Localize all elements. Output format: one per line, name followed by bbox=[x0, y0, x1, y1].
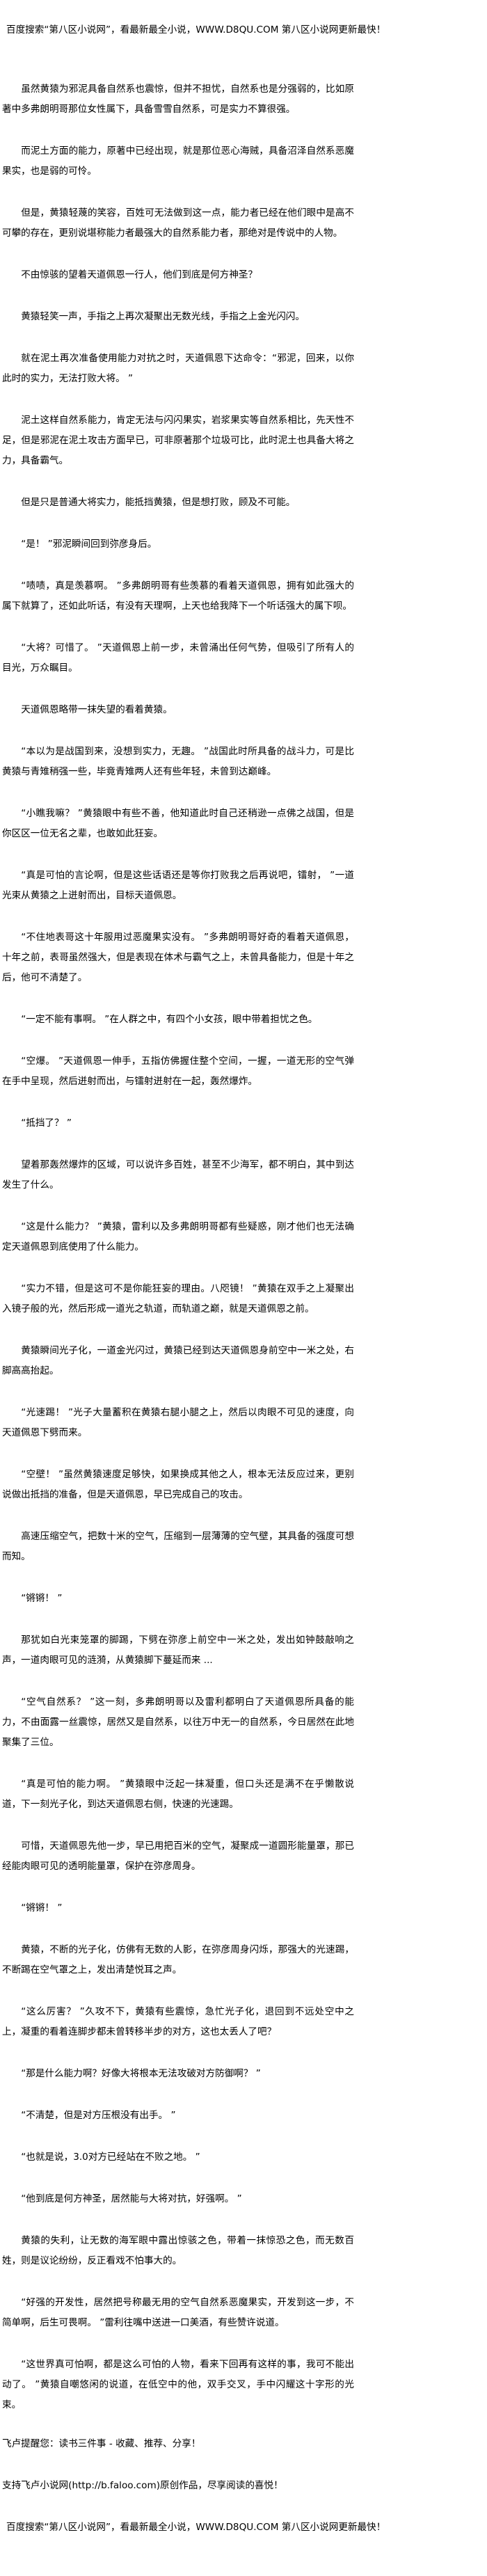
paragraph: “真是可怕的言论啊，但是这些话语还是等你打败我之后再说吧，镭射， ”一道光束从黄… bbox=[2, 870, 354, 901]
paragraph: 高速压缩空气，把数十米的空气，压缩到一层薄薄的空气壁，其具备的强度可想而知。 bbox=[2, 1531, 354, 1562]
paragraph: 泥土这样自然系能力，肯定无法与闪闪果实，岩浆果实等自然系相比，先天性不足，但是邪… bbox=[2, 415, 354, 466]
paragraph: “本以为是战国到来，没想到实力，无趣。 ”战国此时所具备的战斗力，可是比黄猿与青… bbox=[2, 746, 354, 777]
paragraph: 但是只是普通大将实力，能抵挡黄猿，但是想打败，顾及不可能。 bbox=[21, 497, 296, 508]
paragraph: “一定不能有事啊。 ”在人群之中，有四个小女孩，眼中带着担忧之色。 bbox=[21, 1014, 318, 1025]
paragraph: “好强的开发性，居然把号称最无用的空气自然系恶魔果实，开发到这一步，不简单啊，后… bbox=[2, 2297, 354, 2328]
paragraph: “小瞧我嘛？ ”黄猿眼中有些不善，他知道此时自己还稍逊一点佛之战国，但是你区区一… bbox=[2, 808, 354, 839]
paragraph: “那是什么能力啊？好像大将根本无法攻破对方防御啊？ ” bbox=[21, 2068, 261, 2079]
chapter-footer: 飞卢提醒您：读书三件事 - 收藏、推荐、分享！ 支持飞卢小说网(http://b… bbox=[2, 2437, 475, 2576]
paragraph: “光速踢！ ”光子大量蓄积在黄猿右腿小腿之上，然后以肉眼不可见的速度，向天道佩恩… bbox=[2, 1407, 354, 1438]
faloo-reminder: 飞卢提醒您：读书三件事 - 收藏、推荐、分享！ bbox=[2, 2438, 201, 2449]
site-banner-bottom: 百度搜索“第八区小说网”，看最新最全小说，WWW.D8QU.COM 第八区小说网… bbox=[6, 2522, 386, 2533]
paragraph: 那犹如白光束笼罩的脚踢，下劈在弥彦上前空中一米之处，发出如钟鼓敲响之声，一道肉眼… bbox=[2, 1635, 354, 1666]
paragraph: “也就是说，3.0对方已经站在不败之地。 ” bbox=[21, 2152, 200, 2163]
chapter-content: 虽然黄猿为邪泥具备自然系也震惊，但并不担忧，自然系也是分强弱的，比如原著中多弗朗… bbox=[2, 79, 354, 2415]
paragraph: “空壁！ ”虽然黄猿速度足够快，如果换成其他之人，根本无法反应过来，更别说做出抵… bbox=[2, 1469, 354, 1500]
paragraph: 而泥土方面的能力，原著中已经出现，就是那位恶心海贼，具备沼泽自然系恶魔果实，也是… bbox=[2, 145, 354, 177]
site-banner-top: 百度搜索“第八区小说网”，看最新最全小说，WWW.D8QU.COM 第八区小说网… bbox=[6, 24, 386, 35]
paragraph: “这世界真可怕啊，都是这么可怕的人物，看来下回再有这样的事，我可不能出动了。 ”… bbox=[2, 2359, 354, 2410]
paragraph: “不住地表哥这十年服用过恶魔果实没有。 ”多弗朗明哥好奇的看着天道佩恩，十年之前… bbox=[2, 932, 354, 983]
paragraph: 不由惊骇的望着天道佩恩一行人，他们到底是何方神圣？ bbox=[21, 269, 258, 280]
paragraph: “这是什么能力？ ”黄猿，雷利以及多弗朗明哥都有些疑惑，刚才他们也无法确定天道佩… bbox=[2, 1221, 354, 1253]
paragraph: “锵锵！ ” bbox=[21, 1902, 63, 1914]
paragraph: 但是，黄猿轻蔑的笑容，百姓可无法做到这一点，能力者已经在他们眼中是高不可攀的存在… bbox=[2, 207, 354, 239]
paragraph: 黄猿轻笑一声，手指之上再次凝聚出无数光线，手指之上金光闪闪。 bbox=[21, 311, 305, 322]
paragraph: “这么厉害？ ”久攻不下，黄猿有些震惊，急忙光子化，退回到不远处空中之上，凝重的… bbox=[2, 2006, 354, 2037]
paragraph: 黄猿瞬间光子化，一道金光闪过，黄猿已经到达天道佩恩身前空中一米之处，右脚高高抬起… bbox=[2, 1345, 354, 1376]
faloo-support-notice: 支持飞卢小说网(http://b.faloo.com)原创作品，尽享阅读的喜悦！ bbox=[2, 2480, 283, 2491]
paragraph: 望着那轰然爆炸的区域，可以说许多百姓，甚至不少海军，都不明白，其中到达发生了什么… bbox=[2, 1159, 354, 1191]
paragraph: “空气自然系？ ”这一刻，多弗朗明哥以及雷利都明白了天道佩恩所具备的能力，不由面… bbox=[2, 1696, 354, 1748]
paragraph: “不清楚，但是对方压根没有出手。 ” bbox=[21, 2110, 176, 2121]
paragraph: “大将？可惜了。 ”天道佩恩上前一步，未曾涌出任何气势，但吸引了所有人的目光，万… bbox=[2, 642, 354, 674]
paragraph: “他到底是何方神圣，居然能与大将对抗，好强啊。 ” bbox=[21, 2193, 242, 2204]
paragraph: “啧啧，真是羡慕啊。 ”多弗朗明哥有些羡慕的看着天道佩恩，拥有如此强大的属下就算… bbox=[2, 580, 354, 612]
paragraph: “是！ ”邪泥瞬间回到弥彦身后。 bbox=[21, 539, 157, 550]
paragraph: “实力不错，但是这可不是你能狂妄的理由。八咫镜！ ”黄猿在双手之上凝聚出入镜子般… bbox=[2, 1283, 354, 1314]
paragraph: 黄猿，不断的光子化，仿佛有无数的人影，在弥彦周身闪烁，那强大的光速踢，不断踢在空… bbox=[2, 1944, 354, 1975]
paragraph: 就在泥土再次准备使用能力对抗之时，天道佩恩下达命令：“邪泥，回来，以你此时的实力… bbox=[2, 353, 354, 384]
paragraph: 黄猿的失利，让无数的海军眼中露出惊骇之色，带着一抹惊恐之色，而无数百姓，则是议论… bbox=[2, 2235, 354, 2266]
paragraph: 虽然黄猿为邪泥具备自然系也震惊，但并不担忧，自然系也是分强弱的，比如原著中多弗朗… bbox=[2, 84, 354, 115]
paragraph: “锵锵！ ” bbox=[21, 1593, 63, 1604]
paragraph: “空爆。 ”天道佩恩一伸手，五指仿佛握住整个空间，一握，一道无形的空气弹在手中呈… bbox=[2, 1056, 354, 1087]
paragraph: 天道佩恩略带一抹失望的看着黄猿。 bbox=[21, 704, 173, 715]
paragraph: “真是可怕的能力啊。 ”黄猿眼中泛起一抹凝重，但口头还是满不在乎懒散说道，下一刻… bbox=[2, 1779, 354, 1810]
paragraph: 可惜，天道佩恩先他一步，早已用把百米的空气，凝聚成一道圆形能量罩，那已经能肉眼可… bbox=[2, 1840, 354, 1872]
paragraph: “抵挡了？ ” bbox=[21, 1118, 72, 1129]
